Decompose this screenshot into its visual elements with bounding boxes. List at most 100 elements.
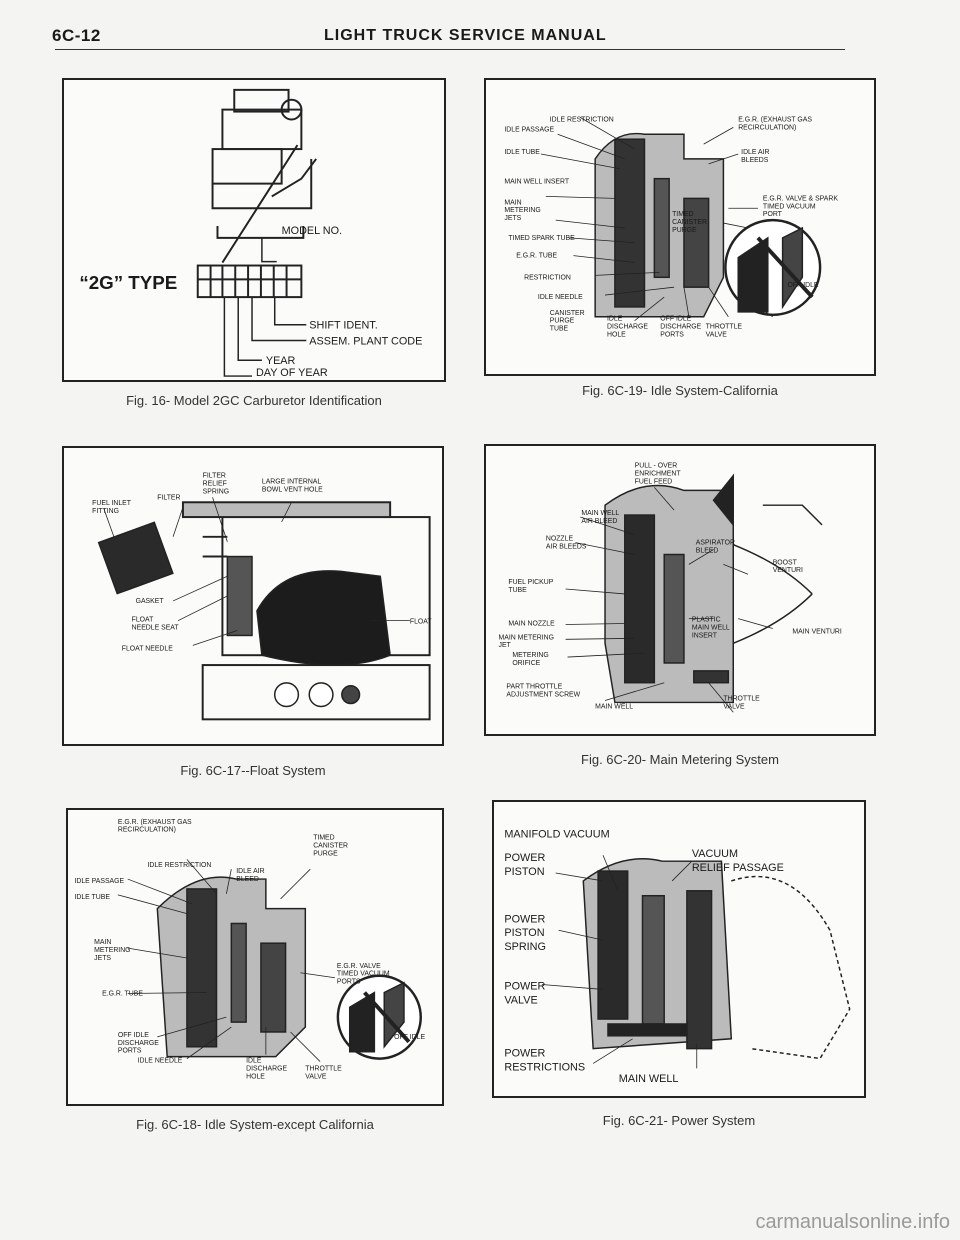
fig20-label: MAIN METERING: [499, 634, 555, 641]
fig18-label: IDLE RESTRICTION: [147, 862, 211, 869]
fig21-label: POWER: [504, 1048, 545, 1060]
fig19-label: DISCHARGE: [607, 324, 648, 331]
fig19-label: MAIN WELL INSERT: [504, 179, 569, 186]
fig21-label: PISTON: [504, 866, 544, 878]
fig19-label: OFF IDLE: [660, 316, 691, 323]
fig20-label: ORIFICE: [512, 660, 540, 667]
fig19-label: CANISTER: [550, 310, 585, 317]
fig21-label: MANIFOLD VACUUM: [504, 829, 609, 841]
fig18-label: PURGE: [313, 850, 338, 857]
shift-ident-label: SHIFT IDENT.: [309, 320, 377, 332]
fig21-label: RELIEF PASSAGE: [692, 862, 784, 874]
fig20-label: FUEL FEED: [635, 478, 673, 485]
year-label: YEAR: [266, 355, 296, 367]
figure-19-caption: Fig. 6C-19- Idle System-California: [582, 383, 778, 398]
fig18-label: CANISTER: [313, 842, 348, 849]
figure-17-diagram: FILTER RELIEF SPRING LARGE INTERNAL BOWL…: [92, 473, 432, 721]
fig18-label: IDLE: [246, 1058, 262, 1065]
fig20-label: MAIN WELL: [595, 703, 633, 710]
fig21-label: VACUUM: [692, 848, 738, 860]
fig19-label: E.G.R. TUBE: [516, 253, 557, 260]
fig19-label: OFF IDLE: [788, 282, 819, 289]
fig17-label: GASKET: [136, 598, 165, 605]
fig19-label: PORT: [763, 211, 783, 218]
model-no-label: MODEL NO.: [282, 225, 342, 237]
figure-21-labels: MANIFOLD VACUUM POWER PISTON VACUUM RELI…: [504, 829, 783, 1086]
fig20-label: MAIN NOZZLE: [508, 621, 555, 628]
figure-20-box: PULL - OVER ENRICHMENT FUEL FEED MAIN WE…: [484, 444, 876, 736]
fig21-label: VALVE: [504, 994, 537, 1006]
fig20-label: JET: [499, 642, 512, 649]
fig17-label: FLOAT: [410, 619, 432, 626]
fig20-label: VALVE: [723, 703, 745, 710]
fig18-label: IDLE TUBE: [74, 894, 110, 901]
fig19-label: JETS: [504, 215, 521, 222]
fig18-label: TIMED: [313, 835, 334, 842]
fig20-label: NOZZLE: [546, 536, 574, 543]
fig20-label: ADJUSTMENT SCREW: [506, 692, 580, 699]
fig18-label: DISCHARGE: [118, 1040, 159, 1047]
assem-plant-label: ASSEM. PLANT CODE: [309, 335, 422, 347]
fig20-label: MAIN WELL: [692, 624, 730, 631]
fig17-label: FITTING: [92, 508, 119, 515]
fig17-label: FUEL INLET: [92, 500, 132, 507]
figure-20-labels: PULL - OVER ENRICHMENT FUEL FEED MAIN WE…: [499, 463, 842, 711]
fig20-label: PART THROTTLE: [506, 684, 562, 691]
fig17-label: SPRING: [203, 488, 229, 495]
fig19-label: PORTS: [660, 332, 684, 339]
fig18-label: THROTTLE: [305, 1065, 342, 1072]
fig20-label: PLASTIC: [692, 617, 721, 624]
fig18-label: E.G.R. (EXHAUST GAS: [118, 819, 192, 826]
fig19-label: E.G.R. (EXHAUST GAS: [738, 116, 812, 123]
fig17-label: RELIEF: [203, 480, 227, 487]
fig19-label: TIMED: [672, 211, 693, 218]
fig20-label: BLEED: [696, 548, 719, 555]
figure-18-labels: E.G.R. (EXHAUST GAS RECIRCULATION) TIMED…: [74, 819, 425, 1081]
figure-17-caption: Fig. 6C-17--Float System: [180, 763, 326, 778]
figure-21-box: MANIFOLD VACUUM POWER PISTON VACUUM RELI…: [492, 800, 866, 1098]
fig17-label: NEEDLE SEAT: [132, 625, 180, 632]
page-number: 6C-12: [52, 26, 101, 45]
fig17-label: FILTER: [203, 473, 226, 480]
fig21-label: POWER: [504, 913, 545, 925]
fig17-label: LARGE INTERNAL: [262, 479, 322, 486]
figure-16-diagram: MODEL NO. “2G” TYPE SHIFT IDENT. ASSEM. …: [79, 88, 422, 379]
fig19-label: IDLE: [607, 316, 623, 323]
figure-20-diagram: PULL - OVER ENRICHMENT FUEL FEED MAIN WE…: [499, 463, 842, 713]
fig18-label: DISCHARGE: [246, 1065, 287, 1072]
fig18-label: METERING: [94, 947, 130, 954]
fig17-label: BOWL VENT HOLE: [262, 486, 323, 493]
figure-21-diagram: MANIFOLD VACUUM POWER PISTON VACUUM RELI…: [504, 829, 851, 1086]
fig21-label: SPRING: [504, 941, 546, 953]
header-rule: [55, 49, 845, 50]
fig21-label: RESTRICTIONS: [504, 1061, 585, 1073]
fig17-label: FLOAT NEEDLE: [122, 645, 173, 652]
page-header: 6C-12 LIGHT TRUCK SERVICE MANUAL: [52, 26, 900, 52]
fig19-label: BLEEDS: [741, 157, 769, 164]
fig19-label: IDLE NEEDLE: [538, 294, 583, 301]
fig19-label: IDLE AIR: [741, 149, 769, 156]
fig19-label: PURGE: [672, 227, 697, 234]
fig18-label: PORTS: [118, 1048, 142, 1055]
figure-16-box: MODEL NO. “2G” TYPE SHIFT IDENT. ASSEM. …: [62, 78, 446, 382]
fig20-label: BOOST: [773, 559, 798, 566]
fig20-label: AIR BLEEDS: [546, 544, 587, 551]
fig18-label: E.G.R. TUBE: [102, 990, 143, 997]
fig20-label: PULL - OVER: [635, 463, 678, 470]
fig20-label: VENTURI: [773, 567, 803, 574]
fig18-label: VALVE: [305, 1073, 327, 1080]
fig19-label: IDLE PASSAGE: [504, 126, 554, 133]
figure-16-caption: Fig. 16- Model 2GC Carburetor Identifica…: [126, 393, 382, 408]
fig20-label: ENRICHMENT: [635, 471, 682, 478]
day-of-year-label: DAY OF YEAR: [256, 367, 328, 379]
fig19-label: RECIRCULATION): [738, 124, 796, 131]
fig18-label: RECIRCULATION): [118, 827, 176, 834]
fig21-label: MAIN WELL: [619, 1073, 679, 1085]
fig19-label: THROTTLE: [706, 324, 743, 331]
figure-19-diagram: IDLE RESTRICTION IDLE PASSAGE IDLE TUBE …: [504, 116, 838, 339]
fig18-label: IDLE PASSAGE: [74, 878, 124, 885]
figure-19-box: IDLE RESTRICTION IDLE PASSAGE IDLE TUBE …: [484, 78, 876, 376]
fig19-label: RESTRICTION: [524, 274, 571, 281]
fig20-label: MAIN VENTURI: [792, 628, 841, 635]
figure-18-box: E.G.R. (EXHAUST GAS RECIRCULATION) TIMED…: [66, 808, 444, 1106]
